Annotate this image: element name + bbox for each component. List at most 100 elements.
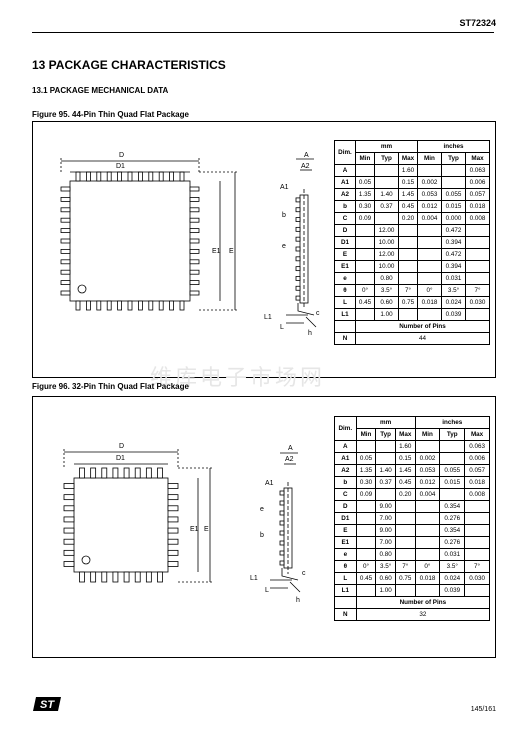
table-cell: C (334, 488, 357, 501)
table-cell: 0.004 (414, 488, 441, 501)
table-cell: 0.75 (397, 296, 418, 309)
table-cell: 0.15 (394, 452, 416, 465)
table-cell (397, 248, 418, 261)
table-cell: E (334, 524, 357, 537)
table-cell: L1 (334, 584, 357, 597)
table-cell (464, 548, 490, 561)
label-E1: E1 (212, 248, 221, 255)
table-cell: b (334, 200, 356, 213)
table-cell: D1 (334, 512, 357, 525)
table-cell: 0.024 (439, 572, 466, 585)
table-cell: 0.276 (439, 512, 466, 525)
unit-col-header: Max (397, 152, 418, 165)
table-cell (416, 236, 442, 249)
table-cell (464, 260, 491, 273)
table-cell (355, 500, 377, 513)
label-D1: D1 (116, 455, 125, 462)
label-c: c (302, 570, 306, 577)
table-cell (416, 224, 442, 237)
table-cell: 12.00 (373, 224, 399, 237)
table-cell (355, 524, 377, 537)
table-cell: 0.055 (439, 464, 466, 477)
table-cell: D (334, 224, 356, 237)
table-cell: L (334, 296, 356, 309)
table-cell: 0.354 (439, 500, 466, 513)
table-cell: 0.018 (414, 572, 441, 585)
label-A: A (304, 152, 309, 159)
table-cell: E1 (334, 260, 356, 273)
unit-col-header: Min (416, 152, 442, 165)
table-cell: 0.018 (464, 476, 490, 489)
document-header: ST72324 (459, 18, 496, 28)
table-cell: 0.000 (440, 212, 466, 225)
table-cell (355, 512, 377, 525)
st-logo-icon: ST (33, 697, 61, 711)
label-b: b (260, 532, 264, 539)
table-cell (464, 512, 490, 525)
pins-label: Number of Pins (355, 596, 491, 609)
table-cell: 0.015 (440, 200, 466, 213)
table-cell: 7° (394, 560, 416, 573)
table-cell (394, 536, 416, 549)
table-cell: 0.60 (373, 296, 399, 309)
label-E: E (229, 248, 234, 255)
pins-spacer (334, 320, 356, 333)
unit-col-header: Typ (373, 152, 399, 165)
table-cell: 3.5° (439, 560, 466, 573)
table-cell: 0.063 (464, 164, 491, 177)
table-cell (397, 272, 418, 285)
table-cell (416, 260, 442, 273)
package-side-view-44 (286, 158, 317, 328)
section-subtitle: 13.1 PACKAGE MECHANICAL DATA (32, 86, 169, 95)
table-cell: 0.018 (416, 296, 442, 309)
table-cell: 0.80 (373, 272, 399, 285)
mm-header: mm (355, 416, 416, 429)
table-cell: 3.5° (440, 284, 466, 297)
n-label: N (334, 608, 357, 621)
label-E1: E1 (190, 526, 199, 533)
unit-col-header: Min (355, 428, 377, 441)
table-cell (375, 452, 396, 465)
table-cell: 0.472 (440, 224, 466, 237)
table-cell: E1 (334, 536, 357, 549)
table-cell: 10.00 (373, 260, 399, 273)
table-cell: 0.053 (416, 188, 442, 201)
label-L1: L1 (250, 575, 258, 582)
table-cell: 0° (414, 560, 441, 573)
table-cell: 0.057 (464, 464, 490, 477)
table-cell: 0.45 (394, 476, 416, 489)
table-row: D 12.00 0.472 (334, 224, 491, 237)
table-cell: C (334, 212, 356, 225)
table-cell: 0.30 (354, 200, 375, 213)
table-cell: 0.012 (416, 200, 442, 213)
table-cell (416, 308, 442, 321)
table-cell: 0.030 (464, 572, 490, 585)
label-A: A (288, 445, 293, 452)
table-cell: 0.008 (464, 488, 490, 501)
table-cell: A (334, 164, 356, 177)
table-cell (464, 536, 490, 549)
table-cell: 1.45 (394, 464, 416, 477)
table-cell: A1 (334, 176, 356, 189)
table-cell: 0.05 (354, 176, 375, 189)
table-cell: 10.00 (373, 236, 399, 249)
table-cell (397, 236, 418, 249)
table-cell (416, 248, 442, 261)
table-cell (354, 308, 375, 321)
table-cell: 0.004 (416, 212, 442, 225)
label-b: b (282, 212, 286, 219)
table-cell (414, 524, 441, 537)
table-cell (373, 164, 399, 177)
table-cell: E (334, 248, 356, 261)
